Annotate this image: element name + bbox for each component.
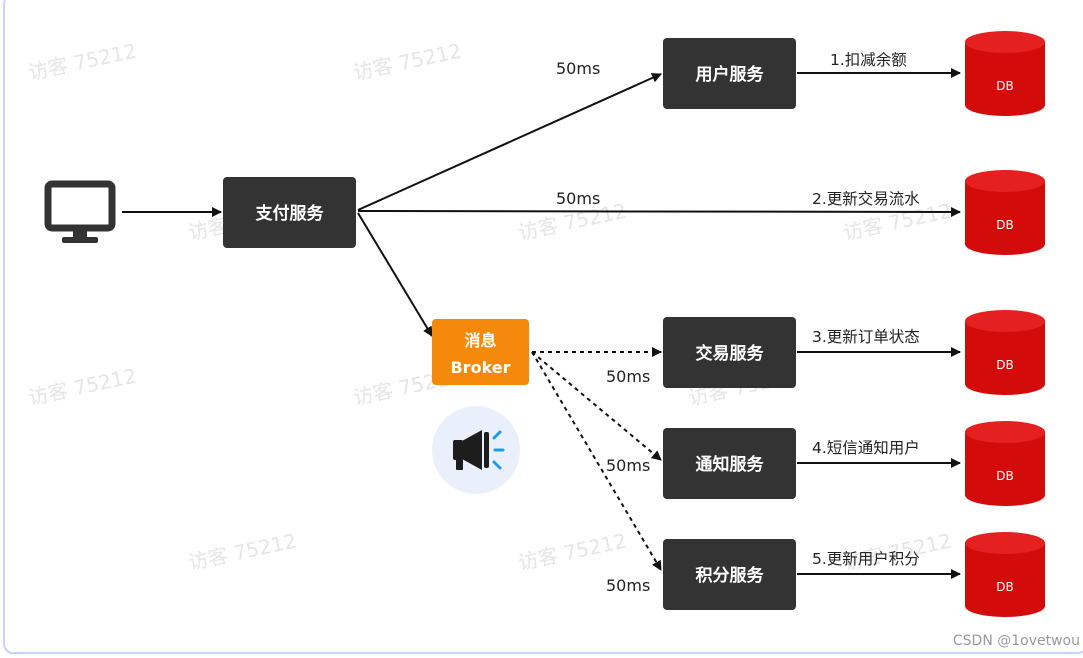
- database-icon: DB: [965, 310, 1045, 395]
- monitor-icon: [44, 180, 116, 243]
- user-service-node: 用户服务: [663, 38, 796, 109]
- trade-service-label: 交易服务: [696, 343, 765, 364]
- watermark: 访客 75212: [186, 529, 299, 575]
- notify-service-node: 通知服务: [663, 428, 796, 499]
- payment-to-user-arrow: [357, 73, 662, 211]
- latency-label-trade: 50ms: [606, 367, 650, 386]
- latency-label-payment-db: 50ms: [556, 189, 600, 208]
- db-label: DB: [996, 79, 1013, 93]
- csdn-credit: CSDN @1ovetwou: [953, 633, 1080, 649]
- diagram-frame: [3, 0, 1083, 654]
- database-icon: DB: [965, 421, 1045, 506]
- db-label: DB: [996, 218, 1013, 232]
- notify-service-label: 通知服务: [696, 454, 765, 475]
- trade-service-node: 交易服务: [663, 317, 796, 388]
- latency-label-notify: 50ms: [606, 456, 650, 475]
- payment-to-db-arrow: [357, 206, 961, 217]
- watermark: 访客 75212: [26, 39, 139, 85]
- broker-label-line1: 消息: [464, 331, 496, 350]
- step-label-4: 4.短信通知用户: [812, 439, 920, 457]
- payment-to-broker-arrow: [357, 212, 433, 337]
- db-label: DB: [996, 469, 1013, 483]
- megaphone-icon: [432, 406, 520, 494]
- payment-service-node: 支付服务: [223, 177, 356, 248]
- watermark: 访客 75212: [516, 529, 629, 575]
- points-service-label: 积分服务: [696, 565, 765, 586]
- database-icon: DB: [965, 170, 1045, 255]
- db-label: DB: [996, 358, 1013, 372]
- broker-to-points-arrow: [531, 351, 662, 571]
- sync-arrows: [122, 68, 961, 579]
- message-broker-node: 消息 Broker: [432, 319, 529, 385]
- step-label-3: 3.更新订单状态: [812, 328, 920, 346]
- watermark: 访客 75212: [351, 39, 464, 85]
- watermark-layer: 访客 75212 访客 75212 访客 75212 访客 75212 访客 7…: [26, 39, 954, 575]
- db-label: DB: [996, 580, 1013, 594]
- latency-label-user: 50ms: [556, 59, 600, 78]
- broker-label-line2: Broker: [450, 358, 510, 377]
- database-icon: DB: [965, 532, 1045, 617]
- database-icon: DB: [965, 31, 1045, 116]
- step-label-1: 1.扣减余额: [830, 50, 907, 69]
- async-arrows: [531, 347, 662, 571]
- payment-service-label: 支付服务: [256, 203, 325, 224]
- step-label-2: 2.更新交易流水: [812, 190, 920, 208]
- latency-label-points: 50ms: [606, 576, 650, 595]
- watermark: 访客 75212: [26, 364, 139, 410]
- user-service-label: 用户服务: [696, 64, 765, 85]
- step-label-5: 5.更新用户积分: [812, 550, 920, 568]
- points-service-node: 积分服务: [663, 539, 796, 610]
